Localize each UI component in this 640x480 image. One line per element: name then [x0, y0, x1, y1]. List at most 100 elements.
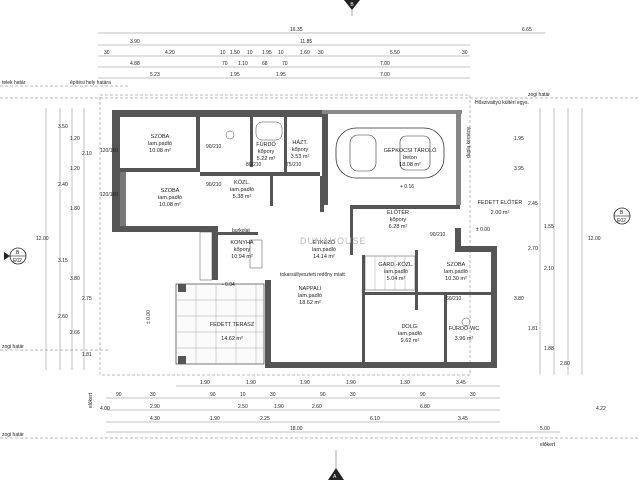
svg-text:2.66: 2.66: [70, 330, 80, 336]
svg-text:90: 90: [116, 392, 122, 398]
svg-text:6.10: 6.10: [370, 416, 380, 422]
level-zero: ± 0.00: [146, 310, 152, 324]
svg-text:10.08 m²: 10.08 m²: [159, 202, 181, 208]
svg-text:9.62 m²: 9.62 m²: [401, 338, 420, 344]
svg-text:lam.padló: lam.padló: [230, 187, 254, 193]
bathtub-icon: [255, 121, 283, 141]
svg-text:30: 30: [270, 392, 276, 398]
svg-text:1.60: 1.60: [300, 50, 310, 56]
svg-text:lam.padló: lam.padló: [312, 247, 336, 253]
level-zero-right: ± 0.00: [476, 227, 490, 233]
svg-text:16.35: 16.35: [290, 27, 303, 33]
svg-text:előkert: előkert: [88, 392, 94, 408]
svg-text:1.88: 1.88: [544, 346, 554, 352]
svg-text:120/160: 120/160: [100, 148, 118, 154]
svg-text:18.62 m²: 18.62 m²: [299, 300, 321, 306]
svg-text:1.90: 1.90: [346, 380, 356, 386]
svg-text:10.94 m²: 10.94 m²: [231, 254, 253, 260]
svg-text:NAPPALI: NAPPALI: [299, 286, 322, 292]
svg-text:2.80: 2.80: [560, 361, 570, 367]
svg-text:zogi határ: zogi határ: [528, 92, 550, 98]
section-marker-right: B E02: [613, 207, 631, 225]
right-dimensions: 1.95 3.95 2.45 1.55 2.70 2.10 12.00 3.80…: [514, 108, 606, 412]
room-kozl: KÖZL. lam.padló 5.38 m²: [230, 179, 254, 200]
svg-text:3.96 m²: 3.96 m²: [455, 336, 474, 342]
svg-text:14.14 m²: 14.14 m²: [313, 254, 335, 260]
svg-text:1.20: 1.20: [70, 166, 80, 172]
svg-text:5.23: 5.23: [150, 72, 160, 78]
svg-text:1.80: 1.80: [70, 206, 80, 212]
svg-text:10: 10: [278, 50, 284, 56]
svg-text:lam.padló: lam.padló: [148, 141, 172, 147]
room-hazt: HÁZT. kőpory 3.53 m²: [291, 139, 310, 160]
shutter-note: tokarsüllyesztett redőny miatt: [280, 272, 345, 278]
svg-text:6.65: 6.65: [522, 27, 532, 33]
svg-text:18.08 m²: 18.08 m²: [399, 162, 421, 168]
svg-text:FEDETT TERASZ: FEDETT TERASZ: [210, 322, 255, 328]
svg-text:A: A: [333, 474, 337, 480]
room-konyha: KONYHA kőpory 10.94 m²: [230, 240, 254, 260]
svg-text:60/210: 60/210: [446, 296, 462, 302]
section-marker-bottom: A: [328, 450, 344, 480]
svg-text:70: 70: [222, 61, 228, 67]
svg-text:4.88: 4.88: [130, 61, 140, 67]
svg-text:1.95: 1.95: [276, 72, 286, 78]
room-etkezo: ÉTKEZŐ lam.padló 14.14 m²: [312, 239, 336, 260]
svg-text:lam.padló: lam.padló: [398, 331, 422, 337]
svg-text:1.95: 1.95: [262, 50, 272, 56]
svg-text:1.95: 1.95: [514, 136, 524, 142]
svg-text:5.50: 5.50: [390, 50, 400, 56]
svg-text:2.75: 2.75: [82, 296, 92, 302]
svg-text:DOLG.: DOLG.: [401, 324, 419, 330]
svg-text:2.50: 2.50: [238, 404, 248, 410]
svg-text:90: 90: [420, 392, 426, 398]
svg-text:ELŐTÉR: ELŐTÉR: [387, 209, 409, 216]
svg-text:90/210: 90/210: [206, 144, 222, 150]
room-nappali: NAPPALI lam.padló 18.62 m²: [298, 286, 322, 306]
svg-text:lam.padló: lam.padló: [298, 293, 322, 299]
svg-text:3.53 m²: 3.53 m²: [291, 154, 310, 160]
section-marker-left: B E02: [4, 247, 27, 265]
svg-text:18.00: 18.00: [290, 426, 303, 432]
svg-text:1.30: 1.30: [400, 380, 410, 386]
svg-text:1.81: 1.81: [528, 326, 538, 332]
svg-text:5.22 m²: 5.22 m²: [257, 156, 276, 162]
svg-text:3.15: 3.15: [58, 258, 68, 264]
covered-terrace: [175, 283, 265, 365]
svg-text:4.00: 4.00: [100, 406, 110, 412]
svg-text:30: 30: [350, 392, 356, 398]
svg-text:lam.padló: lam.padló: [158, 195, 182, 201]
svg-text:80/210: 80/210: [246, 162, 262, 168]
room-terasz: FEDETT TERASZ 14.62 m²: [210, 322, 255, 342]
svg-text:3.90: 3.90: [130, 39, 140, 45]
svg-text:4.20: 4.20: [165, 50, 175, 56]
svg-text:30: 30: [150, 392, 156, 398]
svg-text:SZOBA: SZOBA: [161, 188, 180, 194]
svg-text:2.60: 2.60: [312, 404, 322, 410]
svg-text:10.30 m²: 10.30 m²: [445, 276, 467, 282]
room-furdo: FÜRDŐ kőpory 5.22 m²: [256, 141, 276, 162]
svg-text:ÉTKEZŐ: ÉTKEZŐ: [313, 239, 336, 246]
svg-text:14.62 m²: 14.62 m²: [221, 336, 243, 342]
svg-text:FÜRDŐ-WC: FÜRDŐ-WC: [449, 325, 480, 332]
section-marker-top: B: [344, 0, 360, 16]
svg-text:B: B: [350, 2, 354, 8]
svg-text:70: 70: [282, 61, 288, 67]
svg-text:zogi határ: zogi határ: [2, 344, 24, 350]
svg-text:GARD.-KÖZL.: GARD.-KÖZL.: [378, 261, 414, 268]
svg-text:30: 30: [470, 392, 476, 398]
boundary-lines: építési hely határa telek határ zogi hat…: [0, 80, 640, 448]
svg-text:2.90: 2.90: [150, 404, 160, 410]
svg-text:3.80: 3.80: [514, 296, 524, 302]
svg-text:SZOBA: SZOBA: [447, 262, 466, 268]
svg-text:2.60: 2.60: [58, 314, 68, 320]
car-icon: [335, 127, 445, 179]
room-garage: GÉPKOCSI TÁROLÓ beton 18.08 m²: [384, 147, 437, 168]
svg-text:zogi határ: zogi határ: [2, 432, 24, 438]
level-minus: - 0.04: [222, 282, 235, 288]
svg-text:68: 68: [262, 61, 268, 67]
svg-text:B: B: [620, 210, 624, 216]
svg-text:3.50: 3.50: [58, 124, 68, 130]
svg-text:120/160: 120/160: [100, 192, 118, 198]
svg-text:75/210: 75/210: [286, 162, 302, 168]
